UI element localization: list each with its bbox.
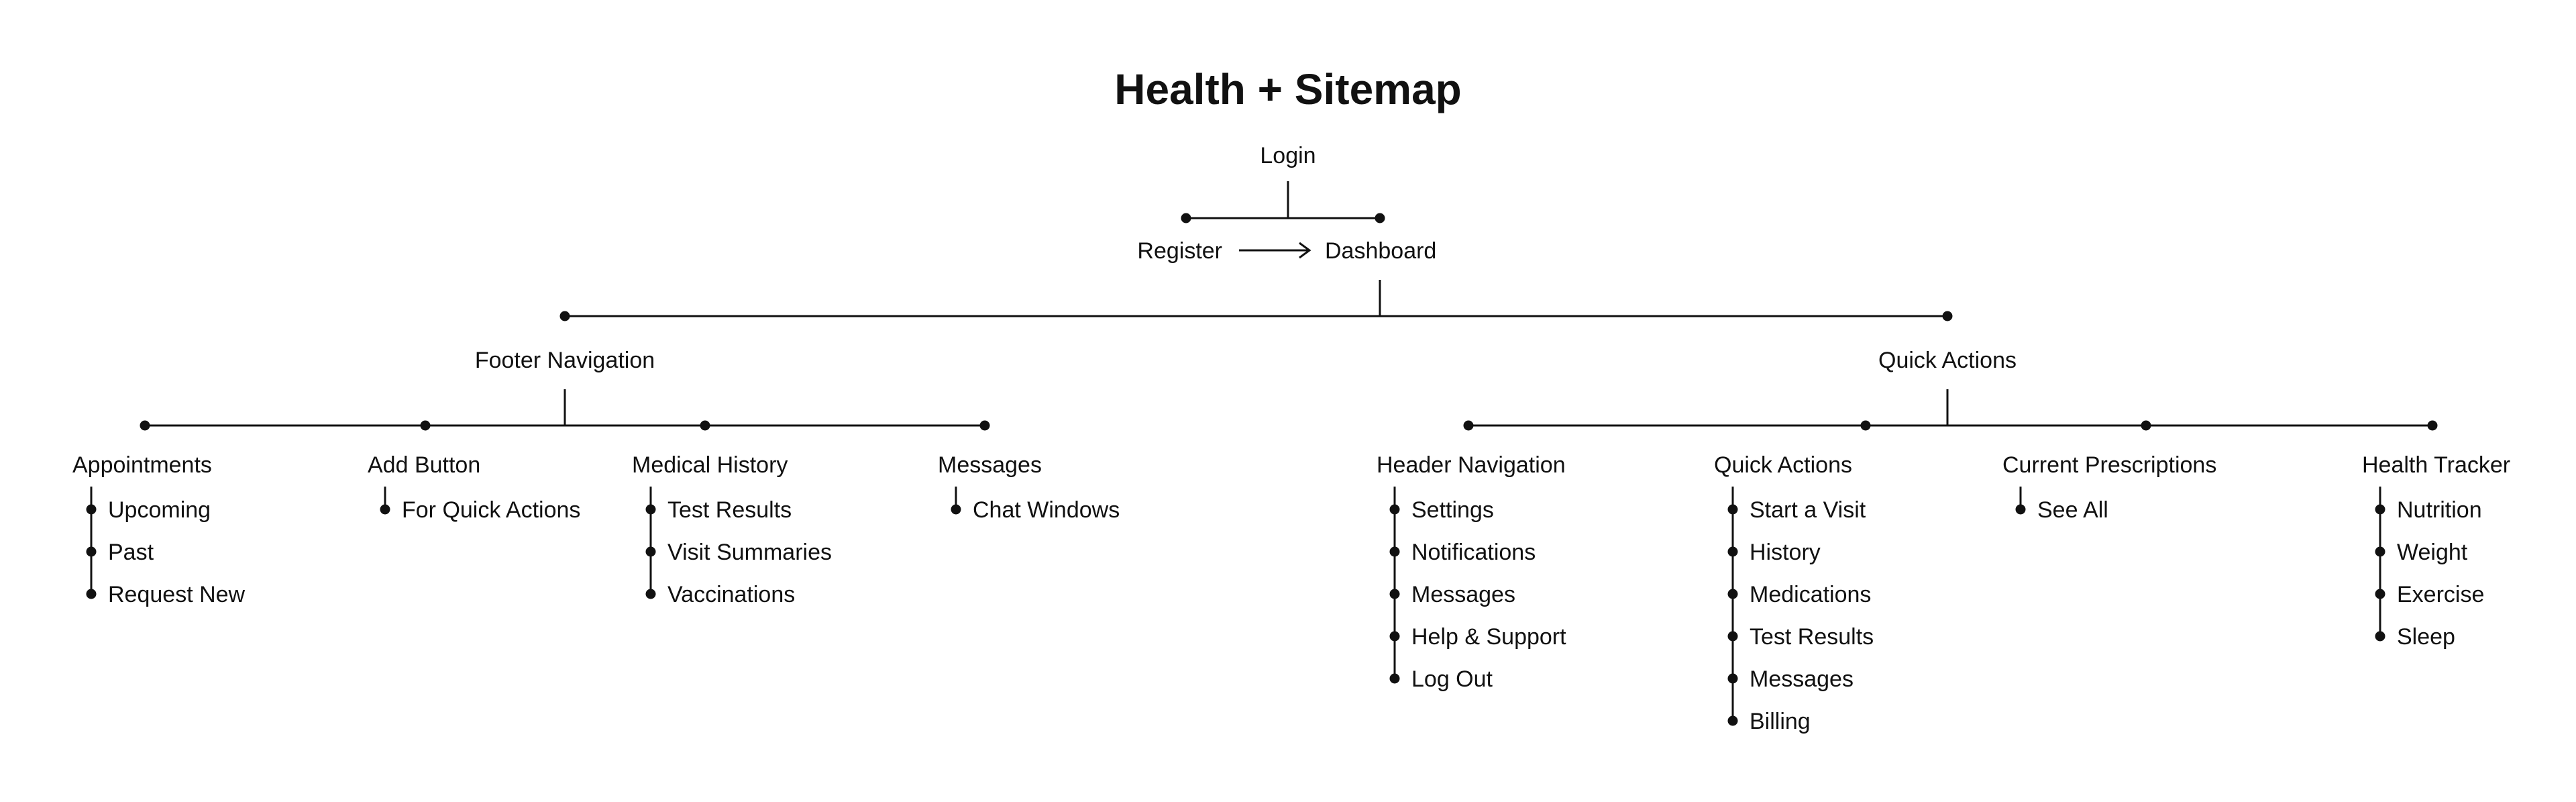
item-messages: Messages: [1750, 666, 1854, 692]
item-dot: [2015, 504, 2026, 515]
node-dot-footer-navigation: [559, 311, 570, 321]
item-dot: [645, 546, 656, 557]
item-exercise: Exercise: [2397, 582, 2484, 607]
group-heading-health-tracker: Health Tracker: [2362, 452, 2510, 478]
item-help-and-support: Help & Support: [1411, 624, 1566, 650]
item-dot: [86, 546, 97, 557]
item-for-quick-actions: For Quick Actions: [402, 497, 580, 523]
item-dot: [86, 504, 97, 515]
branch-dot-quick-actions: [1860, 420, 1871, 431]
item-dot: [86, 589, 97, 599]
item-dot: [1389, 673, 1400, 684]
item-see-all: See All: [2037, 497, 2108, 523]
item-dot: [2375, 504, 2385, 515]
node-quick-actions: Quick Actions: [1878, 348, 2017, 373]
item-dot: [2375, 631, 2385, 642]
item-sleep: Sleep: [2397, 624, 2455, 650]
item-dot: [1389, 589, 1400, 599]
item-upcoming: Upcoming: [108, 497, 211, 523]
item-dot: [1389, 546, 1400, 557]
item-dot: [1389, 631, 1400, 642]
item-dot: [380, 504, 390, 515]
item-messages: Messages: [1411, 582, 1515, 607]
item-dot: [645, 504, 656, 515]
item-vaccinations: Vaccinations: [667, 582, 795, 607]
item-chat-windows: Chat Windows: [973, 497, 1120, 523]
branch-dot-header-navigation: [1463, 420, 1474, 431]
group-heading-current-prescriptions: Current Prescriptions: [2002, 452, 2216, 478]
quick-actions-groups: Header NavigationSettingsNotificationsMe…: [1377, 420, 2510, 734]
group-heading-header-navigation: Header Navigation: [1377, 452, 1566, 478]
item-test-results: Test Results: [1750, 624, 1874, 650]
item-history: History: [1750, 540, 1821, 565]
item-medications: Medications: [1750, 582, 1871, 607]
diagram-title: Health + Sitemap: [1114, 65, 1462, 113]
item-dot: [1727, 504, 1738, 515]
node-dot-register: [1181, 213, 1191, 223]
branch-dot-medical-history: [700, 420, 710, 431]
item-test-results: Test Results: [667, 497, 792, 523]
item-dot: [1389, 504, 1400, 515]
node-login: Login: [1260, 143, 1316, 168]
item-dot: [1727, 589, 1738, 599]
branch-dot-appointments: [140, 420, 150, 431]
item-log-out: Log Out: [1411, 666, 1493, 692]
item-weight: Weight: [2397, 540, 2468, 565]
branch-dot-add-button: [420, 420, 431, 431]
group-heading-add-button: Add Button: [368, 452, 480, 478]
item-dot: [1727, 546, 1738, 557]
node-register: Register: [1137, 238, 1222, 264]
item-dot: [645, 589, 656, 599]
node-dot-quick-actions: [1942, 311, 1953, 321]
node-dashboard: Dashboard: [1325, 238, 1436, 264]
node-footer-navigation: Footer Navigation: [475, 348, 655, 373]
item-dot: [1727, 631, 1738, 642]
item-request-new: Request New: [108, 582, 246, 607]
item-billing: Billing: [1750, 709, 1811, 734]
item-visit-summaries: Visit Summaries: [667, 540, 832, 565]
group-heading-medical-history: Medical History: [632, 452, 788, 478]
group-heading-messages: Messages: [938, 452, 1042, 478]
node-dot-dashboard: [1375, 213, 1385, 223]
branch-dot-messages: [979, 420, 990, 431]
branch-dot-health-tracker: [2427, 420, 2438, 431]
group-heading-quick-actions: Quick Actions: [1714, 452, 1852, 478]
item-settings: Settings: [1411, 497, 1494, 523]
item-notifications: Notifications: [1411, 540, 1536, 565]
item-dot: [951, 504, 961, 515]
arrow-right-icon: [1299, 242, 1311, 259]
item-dot: [1727, 673, 1738, 684]
item-dot: [1727, 715, 1738, 726]
item-start-a-visit: Start a Visit: [1750, 497, 1866, 523]
item-nutrition: Nutrition: [2397, 497, 2482, 523]
item-dot: [2375, 546, 2385, 557]
group-heading-appointments: Appointments: [72, 452, 212, 478]
item-dot: [2375, 589, 2385, 599]
branch-dot-current-prescriptions: [2141, 420, 2151, 431]
item-past: Past: [108, 540, 154, 565]
